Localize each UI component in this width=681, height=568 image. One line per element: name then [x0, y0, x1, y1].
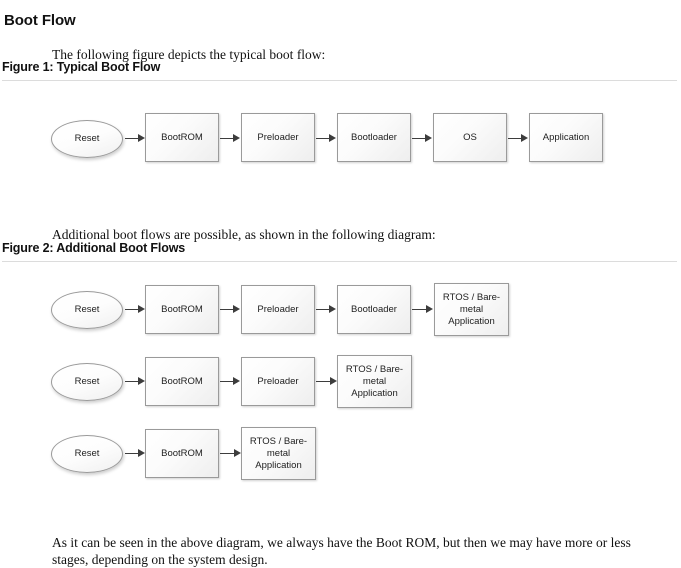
- node-preloader[interactable]: Preloader: [241, 285, 315, 334]
- node-label: Reset: [74, 133, 100, 144]
- node-rtos-application[interactable]: RTOS / Bare-metal Application: [241, 427, 316, 480]
- node-label: RTOS / Bare-metal Application: [442, 291, 501, 327]
- arrow-icon: [125, 134, 145, 143]
- node-preloader[interactable]: Preloader: [241, 357, 315, 406]
- arrow-icon: [125, 449, 145, 458]
- node-os[interactable]: OS: [433, 113, 507, 162]
- node-label: Reset: [74, 304, 100, 315]
- arrow-icon: [220, 305, 240, 314]
- arrow-icon: [316, 305, 336, 314]
- node-label: Bootloader: [351, 303, 397, 315]
- node-label: BootROM: [161, 303, 203, 315]
- page-title: Boot Flow: [4, 12, 76, 30]
- figure-2-caption: Figure 2: Additional Boot Flows: [2, 241, 186, 255]
- node-bootloader[interactable]: Bootloader: [337, 113, 411, 162]
- arrow-icon: [220, 449, 241, 458]
- node-label: RTOS / Bare-metal Application: [249, 435, 308, 471]
- node-rtos-application[interactable]: RTOS / Bare-metal Application: [337, 355, 412, 408]
- arrow-icon: [508, 134, 528, 143]
- node-label: BootROM: [161, 375, 203, 387]
- arrow-icon: [412, 134, 432, 143]
- figure-1-divider: [2, 80, 677, 81]
- figure-1-caption: Figure 1: Typical Boot Flow: [2, 60, 161, 74]
- node-bootrom[interactable]: BootROM: [145, 285, 219, 334]
- figure-2-divider: [2, 261, 677, 262]
- node-reset[interactable]: Reset: [51, 435, 123, 473]
- arrow-icon: [316, 134, 336, 143]
- node-reset[interactable]: Reset: [51, 291, 123, 329]
- arrow-icon: [220, 134, 240, 143]
- node-bootloader[interactable]: Bootloader: [337, 285, 411, 334]
- node-bootrom[interactable]: BootROM: [145, 429, 219, 478]
- node-label: Bootloader: [351, 131, 397, 143]
- node-bootrom[interactable]: BootROM: [145, 113, 219, 162]
- node-bootrom[interactable]: BootROM: [145, 357, 219, 406]
- node-label: Application: [542, 131, 590, 143]
- node-label: RTOS / Bare-metal Application: [345, 363, 404, 399]
- node-label: OS: [463, 131, 477, 143]
- arrow-icon: [220, 377, 240, 386]
- node-label: Preloader: [257, 375, 299, 387]
- node-label: Preloader: [257, 131, 299, 143]
- arrow-icon: [316, 377, 337, 386]
- arrow-icon: [125, 377, 145, 386]
- node-rtos-application[interactable]: RTOS / Bare-metal Application: [434, 283, 509, 336]
- arrow-icon: [412, 305, 433, 314]
- middle-paragraph: Additional boot flows are possible, as s…: [52, 226, 436, 242]
- node-preloader[interactable]: Preloader: [241, 113, 315, 162]
- node-reset[interactable]: Reset: [51, 363, 123, 401]
- closing-paragraph: As it can be seen in the above diagram, …: [52, 534, 631, 567]
- intro-paragraph: The following figure depicts the typical…: [52, 46, 326, 62]
- arrow-icon: [125, 305, 145, 314]
- node-label: Reset: [74, 448, 100, 459]
- node-label: Reset: [74, 376, 100, 387]
- node-label: Preloader: [257, 303, 299, 315]
- node-reset[interactable]: Reset: [51, 120, 123, 158]
- node-application[interactable]: Application: [529, 113, 603, 162]
- node-label: BootROM: [161, 131, 203, 143]
- node-label: BootROM: [161, 447, 203, 459]
